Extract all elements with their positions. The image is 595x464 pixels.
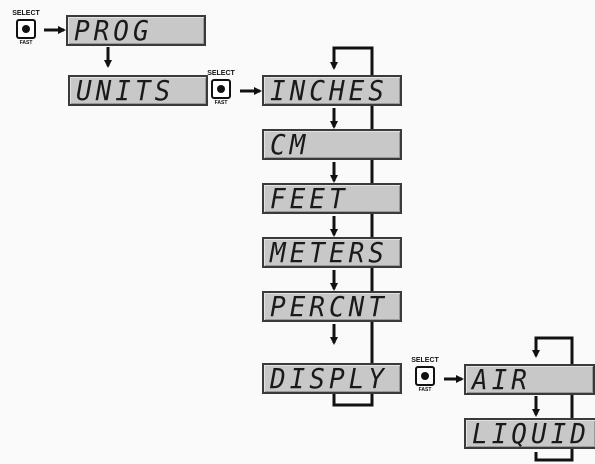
- display-feet-text: FEET: [270, 183, 349, 214]
- select-dot-icon: [421, 372, 429, 380]
- display-air: AIR: [464, 364, 595, 395]
- display-air-text: AIR: [472, 364, 531, 395]
- display-disply-text: DISPLY: [270, 363, 388, 394]
- display-meters-text: METERS: [270, 237, 388, 268]
- display-feet: FEET: [262, 183, 402, 214]
- fast-label: FAST: [214, 100, 228, 106]
- display-units-text: UNITS: [76, 75, 175, 106]
- display-liquid: LIQUID: [464, 418, 595, 449]
- select-label: SELECT: [12, 10, 40, 17]
- loop-liquid-to-air: [532, 336, 574, 462]
- display-prog-text: PROG: [74, 15, 153, 46]
- select-dot-icon: [22, 25, 30, 33]
- select-button[interactable]: SELECT FAST: [411, 357, 439, 397]
- select-label: SELECT: [411, 357, 439, 364]
- display-prog: PROG: [66, 15, 206, 46]
- display-cm-text: CM: [270, 129, 310, 160]
- select-button[interactable]: SELECT FAST: [207, 70, 235, 110]
- select-dot-icon: [217, 85, 225, 93]
- fast-label: FAST: [19, 40, 33, 46]
- select-key-icon: [415, 366, 435, 386]
- select-button[interactable]: SELECT FAST: [12, 10, 40, 50]
- display-liquid-text: LIQUID: [472, 418, 590, 449]
- fast-label: FAST: [418, 387, 432, 393]
- display-cm: CM: [262, 129, 402, 160]
- display-percnt: PERCNT: [262, 291, 402, 322]
- display-units: UNITS: [68, 75, 208, 106]
- loop-disply-to-inches: [330, 46, 374, 407]
- display-disply: DISPLY: [262, 363, 402, 394]
- select-key-icon: [211, 79, 231, 99]
- select-key-icon: [16, 19, 36, 39]
- display-inches: INCHES: [262, 75, 402, 106]
- display-inches-text: INCHES: [270, 75, 388, 106]
- display-meters: METERS: [262, 237, 402, 268]
- display-percnt-text: PERCNT: [270, 291, 388, 322]
- select-label: SELECT: [207, 70, 235, 77]
